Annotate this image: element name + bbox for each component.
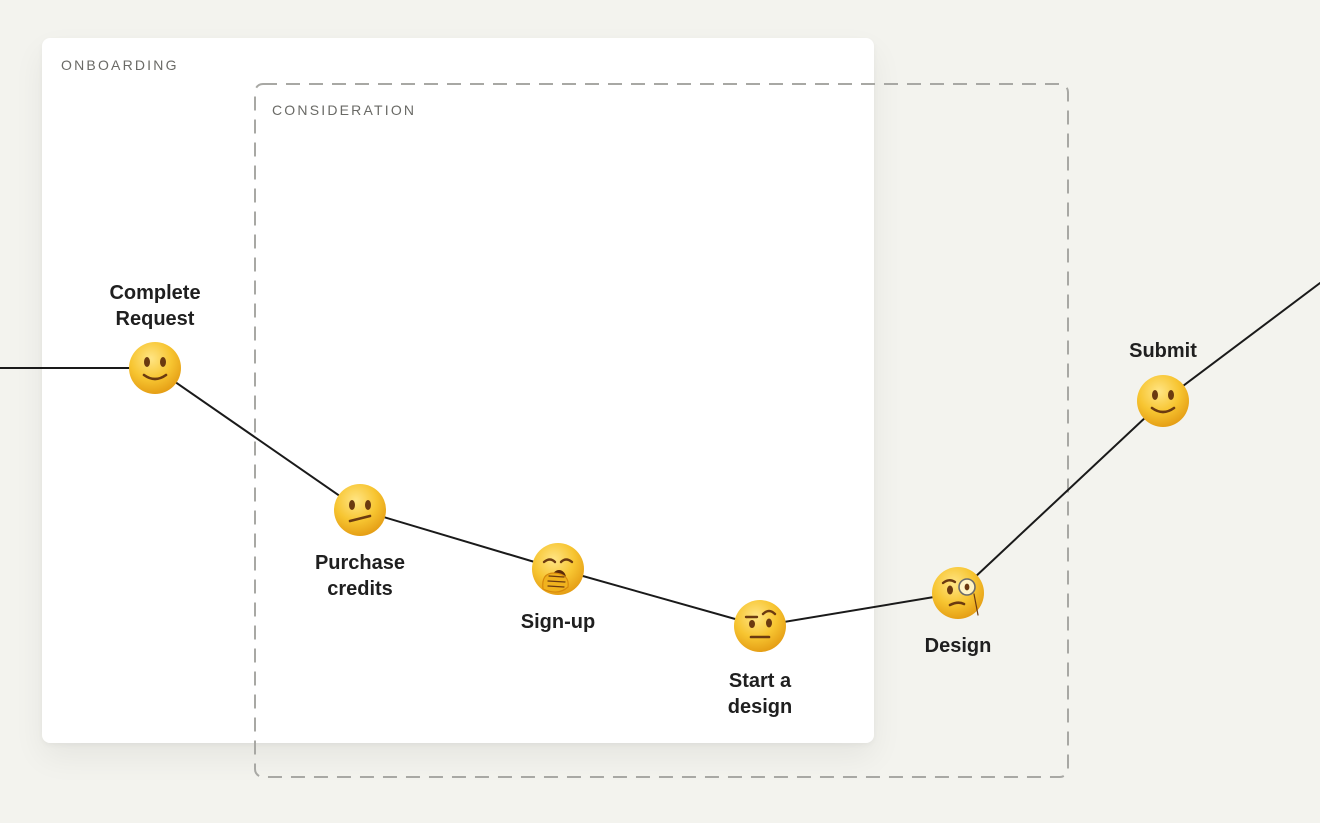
slightly-smiling-face-icon [129, 342, 181, 394]
step-label: Purchase credits [280, 550, 440, 602]
monocle-face-icon [932, 567, 984, 619]
step-label-line: Request [115, 308, 195, 330]
slightly-smiling-face-icon [1137, 375, 1189, 427]
face-base [932, 567, 984, 619]
step-label: Design [878, 633, 1038, 659]
face-base [334, 484, 386, 536]
face-base [129, 342, 181, 394]
step-label: Sign-up [478, 609, 638, 635]
face-base [734, 600, 786, 652]
step-label-line: Purchase [314, 552, 406, 574]
journey-nodes [129, 342, 1189, 652]
raised-eyebrow-face-icon [734, 600, 786, 652]
journey-line [0, 282, 1320, 627]
consideration-stage-frame [254, 83, 1069, 778]
step-label-line: Submit [1129, 340, 1197, 362]
step-label-line: Sign-up [520, 611, 596, 633]
onboarding-stage-label: ONBOARDING [61, 57, 179, 73]
step-label-line: design [727, 696, 793, 718]
journey-segment [1162, 282, 1320, 402]
journey-segment [957, 400, 1164, 594]
journey-segment [557, 568, 761, 627]
journey-segment [359, 509, 559, 570]
consideration-stage-label: CONSIDERATION [272, 102, 417, 118]
step-label: Submit [1083, 338, 1243, 364]
step-label-line: Start a [728, 670, 792, 692]
yawning-face-icon [532, 543, 584, 595]
step-label-line: credits [327, 578, 393, 600]
step-label-line: Complete [109, 282, 201, 304]
journey-segment [154, 367, 361, 511]
confused-face-icon [334, 484, 386, 536]
journey-segment [759, 592, 959, 627]
step-label-line: Design [924, 635, 992, 657]
face-base [1137, 375, 1189, 427]
step-label: Start a design [680, 668, 840, 720]
